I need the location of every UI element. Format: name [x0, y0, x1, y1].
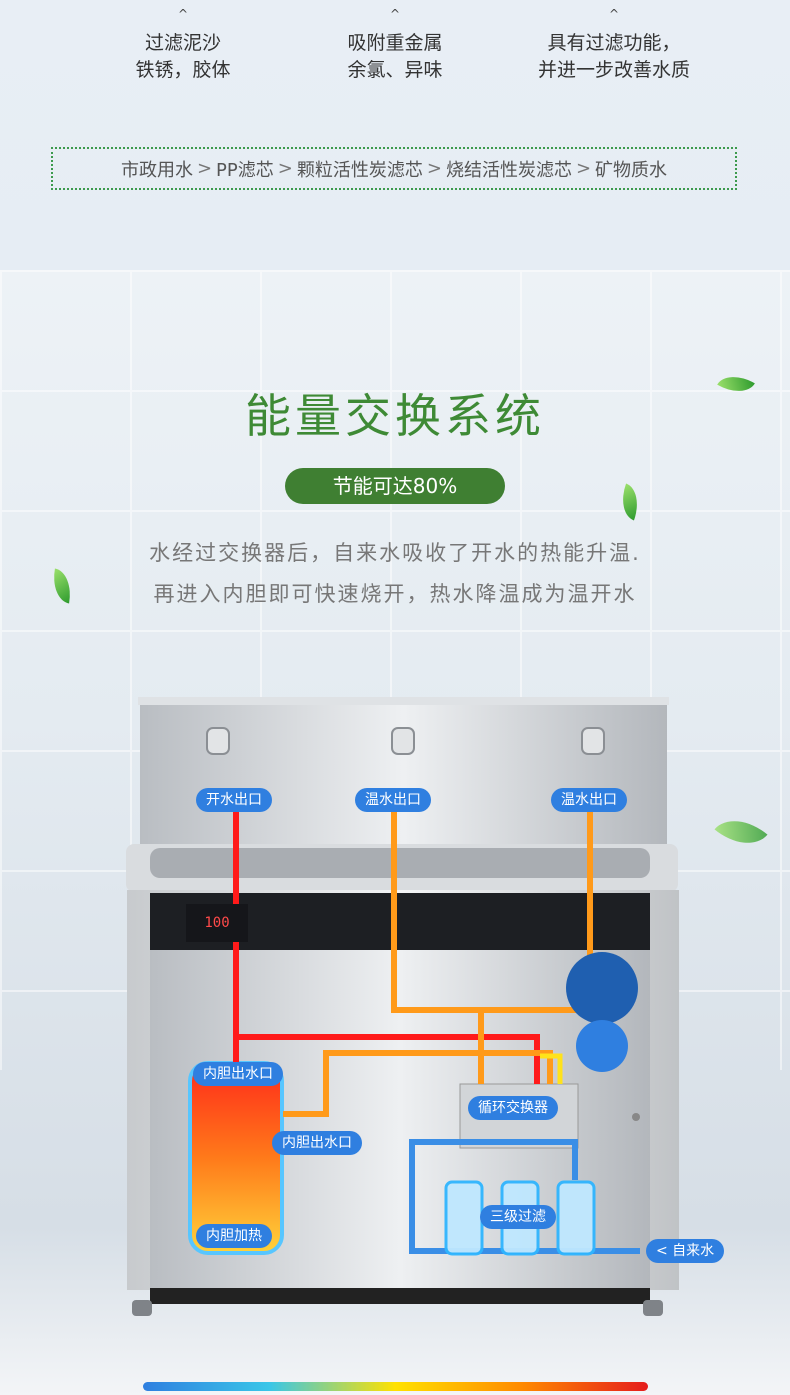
flow-step-granular-carbon: 颗粒活性炭滤芯 — [296, 159, 423, 181]
flow-separator: > — [196, 158, 213, 179]
label-boiling-outlet: 开水出口 — [196, 788, 272, 812]
sterilization-seal — [576, 1020, 628, 1072]
flow-separator: > — [575, 158, 592, 179]
foot — [643, 1300, 663, 1316]
cold-water-pipe — [409, 1139, 640, 1254]
feature-3-line1: 具有过滤功能， — [547, 32, 681, 54]
filter-3 — [556, 1180, 596, 1256]
label-heat-exchanger: 循环交换器 — [468, 1096, 558, 1120]
faucet-warm-2 — [581, 727, 605, 755]
feature-2: ^ 吸附重金属 余氯、异味 — [295, 8, 495, 84]
faucet-boiling — [206, 727, 230, 755]
label-tank-outlet-top: 内胆出水口 — [193, 1062, 283, 1086]
filter-1 — [444, 1180, 484, 1256]
filter-flow-bar: 市政用水 > PP滤芯 > 颗粒活性炭滤芯 > 烧结活性炭滤芯 > 矿物质水 — [51, 147, 737, 190]
label-warm-outlet-1: 温水出口 — [355, 788, 431, 812]
flow-step-pp: PP滤芯 — [216, 159, 274, 181]
flow-separator: > — [277, 158, 293, 179]
faucet-warm-1 — [391, 727, 415, 755]
temperature-display: 100 — [186, 904, 248, 942]
label-tap-water-in: < 自来水 — [646, 1239, 725, 1263]
label-warm-outlet-2: 温水出口 — [551, 788, 627, 812]
feature-1-line2: 铁锈，胶体 — [135, 59, 231, 81]
feature-1-line1: 过滤泥沙 — [144, 32, 221, 54]
warm-water-pipe — [391, 812, 593, 1013]
flow-step-sintered-carbon: 烧结活性炭滤芯 — [445, 159, 572, 181]
foot — [132, 1300, 152, 1316]
label-tank-heating: 内胆加热 — [196, 1224, 272, 1248]
feature-3: ^ 具有过滤功能， 并进一步改善水质 — [514, 8, 714, 84]
back-panel — [140, 699, 667, 846]
feature-2-line2: 余氯、异味 — [347, 59, 443, 81]
section-description: 水经过交换器后，自来水吸收了开水的热能升温. 再进入内胆即可快速烧开，热水降温成… — [0, 533, 790, 615]
temperature-gradient-bar — [143, 1382, 648, 1391]
label-tank-outlet-side: 内胆出水口 — [272, 1131, 362, 1155]
flow-separator: > — [426, 158, 442, 179]
section-title: 能量交换系统 — [245, 389, 545, 443]
tank-outlet-pipe — [283, 1050, 553, 1117]
chevron-up-icon: ^ — [389, 7, 401, 21]
chevron-up-icon: ^ — [177, 7, 189, 21]
energy-saving-badge: 节能可达80% — [285, 468, 505, 504]
feature-2-line1: 吸附重金属 — [347, 32, 443, 54]
chevron-up-icon: ^ — [608, 7, 620, 21]
desc-line-2: 再进入内胆即可快速烧开，热水降温成为温开水 — [153, 582, 637, 606]
feature-1: ^ 过滤泥沙 铁锈，胶体 — [83, 8, 283, 84]
desc-line-1: 水经过交换器后，自来水吸收了开水的热能升温. — [149, 541, 641, 565]
flow-step-municipal: 市政用水 — [120, 159, 193, 181]
top-section — [0, 0, 790, 270]
brand-seal — [566, 952, 638, 1024]
flow-step-mineral-water: 矿物质水 — [595, 159, 668, 181]
keyhole-icon — [632, 1113, 640, 1121]
label-filtration: 三级过滤 — [480, 1205, 556, 1229]
feature-3-line2: 并进一步改善水质 — [537, 59, 690, 81]
